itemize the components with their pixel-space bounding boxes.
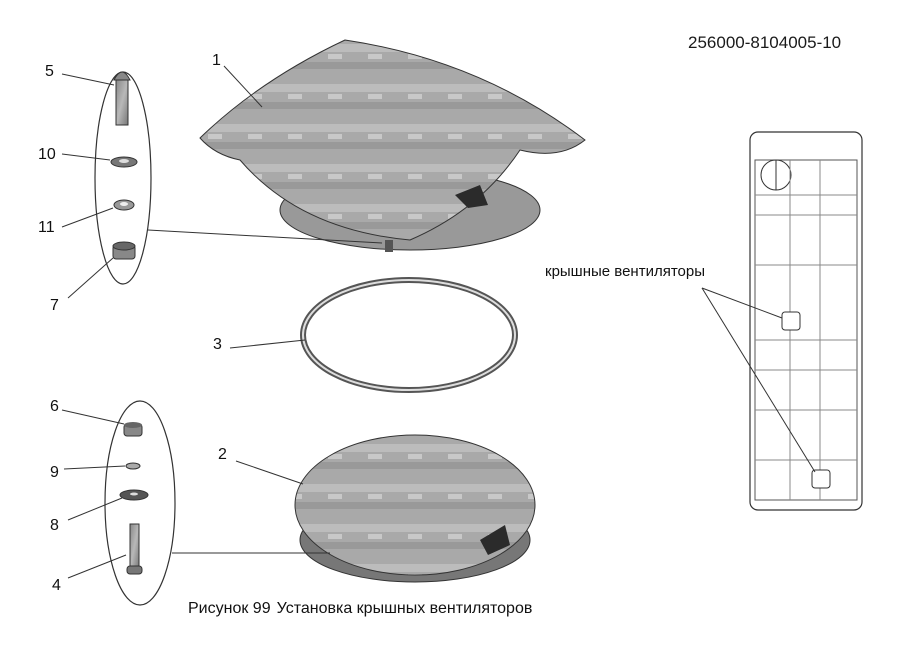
base-disc-part-2: [294, 434, 536, 583]
callout-7: 7: [50, 297, 59, 314]
washer-part-10: [110, 156, 138, 168]
spring-washer-part-11: [113, 199, 135, 211]
fan-cover-part-1: [199, 39, 586, 252]
callout-3: 3: [213, 336, 222, 353]
leader-lines: [61, 65, 383, 579]
callout-4: 4: [52, 577, 61, 594]
nut-part-7: [112, 241, 136, 260]
fastener-group-bottom: [104, 400, 176, 606]
callout-2: 2: [218, 446, 227, 463]
fastener-group-top: [94, 71, 152, 285]
roof-fan-rear: [811, 469, 831, 489]
screw-part-4: [126, 523, 143, 575]
callout-6: 6: [50, 398, 59, 415]
washer-part-9: [125, 462, 141, 470]
figure-caption: Рисунок 99 Установка крышных вентиляторов: [188, 600, 532, 618]
figure-title: Установка крышных вентиляторов: [276, 600, 533, 617]
callout-1: 1: [212, 52, 221, 69]
roof-fans-label: крышные вентиляторы: [545, 263, 706, 280]
callout-10: 10: [38, 146, 56, 163]
callout-9: 9: [50, 464, 59, 481]
document-code: 256000-8104005-10: [688, 33, 842, 52]
bolt-part-5: [113, 71, 131, 126]
callout-11: 11: [38, 219, 55, 236]
callout-5: 5: [45, 63, 54, 80]
callout-8: 8: [50, 517, 59, 534]
bus-roof-plan: [701, 131, 863, 511]
roof-fan-front: [781, 311, 801, 331]
washer-part-8: [119, 489, 149, 501]
figure-number: Рисунок 99: [188, 600, 271, 617]
seal-ring-part-3: [300, 277, 518, 393]
group-outline: [104, 400, 176, 606]
nut-part-6: [123, 422, 143, 437]
